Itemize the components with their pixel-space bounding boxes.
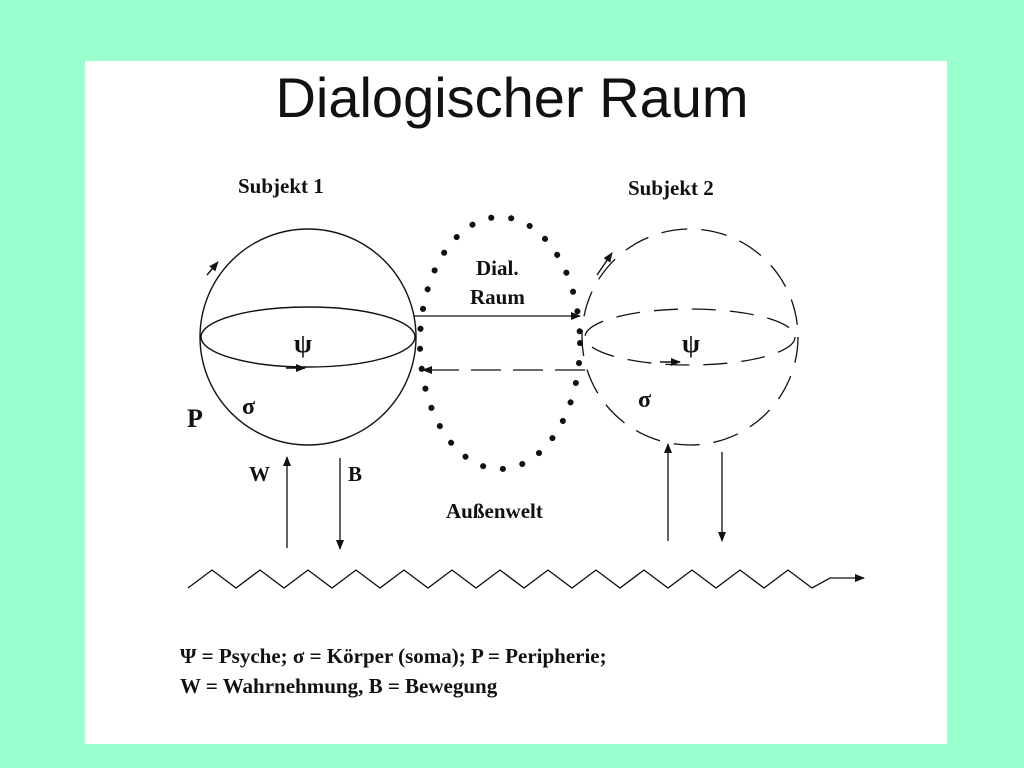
outer-world-zigzag-arrow xyxy=(187,569,865,589)
b-label: B xyxy=(348,462,362,486)
w-label: W xyxy=(249,462,270,486)
dialogue-space-boundary xyxy=(417,214,583,472)
dial-raum-label-line2: Raum xyxy=(470,285,525,309)
subject2-psi-symbol: ψ xyxy=(682,329,700,358)
subject1-psi-symbol: ψ xyxy=(294,329,312,358)
subject2-orbit-arrow xyxy=(596,252,613,276)
slide-title: Dialogischer Raum xyxy=(275,66,749,129)
subject2-sphere xyxy=(581,228,799,446)
slide-panel xyxy=(85,61,947,744)
outer-world-label: Außenwelt xyxy=(446,499,543,523)
subject1-sigma-symbol: σ xyxy=(242,394,255,420)
legend-line-2: W = Wahrnehmung, B = Bewegung xyxy=(180,674,498,698)
subject1-label: Subjekt 1 xyxy=(238,174,324,198)
subject2-sigma-symbol: σ xyxy=(638,387,651,413)
periphery-symbol: P xyxy=(187,404,203,433)
subject1-sphere xyxy=(199,228,417,446)
subject2-label: Subjekt 2 xyxy=(628,176,714,200)
dial-raum-label-line1: Dial. xyxy=(476,256,519,280)
legend-line-1: Ψ = Psyche; σ = Körper (soma); P = Perip… xyxy=(180,644,607,668)
subject1-orbit-arrow xyxy=(206,261,219,276)
